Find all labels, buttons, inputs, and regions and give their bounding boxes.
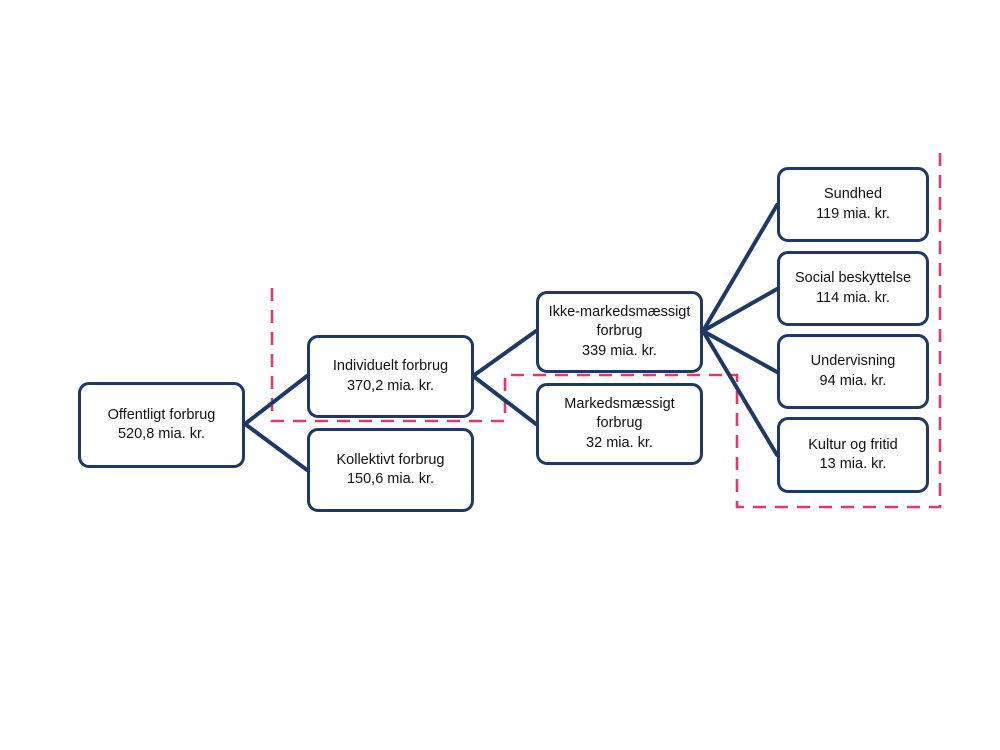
- node-value: 32 mia. kr.: [586, 434, 653, 451]
- node-value: 94 mia. kr.: [819, 372, 887, 389]
- node-value: 13 mia. kr.: [819, 456, 887, 472]
- connector-ikke_marked-social: [701, 287, 779, 333]
- node-individuelt-forbrug: Individuelt forbrug 370,2 mia. kr.: [307, 335, 474, 418]
- node-offentligt-forbrug: Offentligt forbrug 520,8 mia. kr.: [78, 382, 245, 468]
- connector-ikke_marked-kultur: [701, 329, 779, 457]
- node-title: Ikke-markedsmæssigt forbrug: [548, 304, 691, 340]
- node-value: 114 mia. kr.: [816, 289, 890, 306]
- connector-individuelt-ikke_marked: [471, 329, 538, 378]
- node-text: Kollektivt forbrug 150,6 mia. kr.: [337, 451, 445, 489]
- node-title: Kultur og fritid: [808, 436, 898, 453]
- dashed-boundary-line: [270, 145, 942, 509]
- node-value: 339 mia. kr.: [582, 342, 657, 359]
- node-value: 370,2 mia. kr.: [346, 377, 435, 394]
- node-sundhed: Sundhed 119 mia. kr.: [777, 167, 929, 242]
- connector-ikke_marked-sundhed: [701, 203, 779, 333]
- connector-ikke_marked-undervisning: [701, 329, 779, 374]
- node-text: Social beskyttelse 114 mia. kr.: [795, 269, 911, 307]
- node-text: Markedsmæssigt forbrug 32 mia. kr.: [543, 395, 696, 452]
- node-title: Kollektivt forbrug: [336, 451, 445, 468]
- node-title: Social beskyttelse: [794, 270, 912, 287]
- node-social-beskyttelse: Social beskyttelse 114 mia. kr.: [777, 251, 929, 326]
- node-text: Sundhed 119 mia. kr.: [816, 185, 890, 223]
- node-ikke-markedsmaessigt-forbrug: Ikke-markedsmæssigt forbrug 339 mia. kr.: [536, 291, 703, 373]
- node-value: 520,8 mia. kr.: [117, 426, 206, 442]
- node-text: Ikke-markedsmæssigt forbrug 339 mia. kr.: [543, 303, 696, 360]
- node-markedsmaessigt-forbrug: Markedsmæssigt forbrug 32 mia. kr.: [536, 383, 703, 465]
- node-kollektivt-forbrug: Kollektivt forbrug 150,6 mia. kr.: [307, 428, 474, 512]
- connector-offentligt-kollektivt: [243, 422, 309, 472]
- node-title: Individuelt forbrug: [332, 358, 449, 375]
- connector-individuelt-marked: [471, 374, 538, 426]
- node-title: Offentligt forbrug: [107, 406, 216, 423]
- node-text: Undervisning 94 mia. kr.: [811, 352, 896, 390]
- node-text: Individuelt forbrug 370,2 mia. kr.: [333, 357, 448, 395]
- node-text: Kultur og fritid 13 mia. kr.: [808, 436, 897, 474]
- node-title: Undervisning: [810, 353, 896, 370]
- node-title: Sundhed: [823, 186, 883, 203]
- node-title: Markedsmæssigt forbrug: [564, 396, 675, 432]
- connector-offentligt-individuelt: [243, 374, 309, 426]
- node-undervisning: Undervisning 94 mia. kr.: [777, 334, 929, 409]
- node-value: 119 mia. kr.: [816, 205, 890, 222]
- tree-connectors: [243, 203, 779, 472]
- node-kultur-og-fritid: Kultur og fritid 13 mia. kr.: [777, 417, 929, 493]
- node-value: 150,6 mia. kr.: [346, 471, 435, 487]
- node-text: Offentligt forbrug 520,8 mia. kr.: [108, 406, 216, 444]
